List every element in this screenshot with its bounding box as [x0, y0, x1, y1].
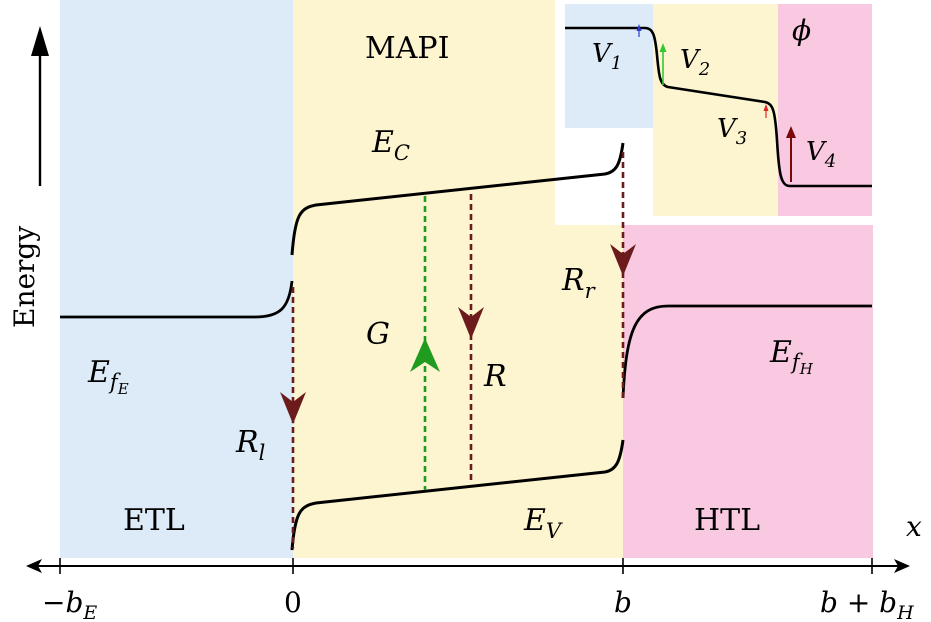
generation-arrowhead [410, 338, 440, 372]
left-recombination-arrowhead [280, 392, 306, 424]
v3-arrowhead [763, 104, 769, 111]
bulk-recombination-arrowhead [458, 307, 484, 339]
left-recombination-label: Rl [235, 425, 265, 465]
efe-label: EfE [87, 355, 129, 398]
etl-fermi-level [60, 280, 294, 319]
v1-label: V1 [592, 39, 622, 74]
potential-inset: V1 V2 V3 V4 ϕ [555, 0, 875, 225]
inset-etl-region [565, 4, 653, 128]
x-tick-label-b-plus-bh: b + bH [820, 586, 914, 622]
bulk-recombination-label: R [483, 359, 507, 394]
v4-label: V4 [806, 137, 836, 172]
mapi-label: MAPI [365, 31, 449, 66]
v3-label: V3 [717, 114, 747, 149]
valence-band [290, 439, 625, 551]
efh-label: EfH [769, 335, 814, 378]
ec-label: EC [371, 125, 410, 165]
v2-arrowhead [659, 43, 667, 52]
inset-htl-region [778, 4, 872, 216]
ev-label: EV [523, 503, 563, 543]
x-tick-label-zero: 0 [284, 586, 302, 619]
right-recombination-arrowhead [610, 244, 636, 276]
htl-label: HTL [694, 503, 760, 538]
x-tick-label-b: b [614, 586, 632, 619]
generation-label: G [366, 317, 390, 352]
energy-axis-label: Energy [8, 226, 41, 328]
right-recombination-label: Rr [561, 263, 597, 303]
x-axis-label: x [906, 510, 922, 543]
conduction-band [290, 142, 625, 256]
energy-axis-arrowhead [31, 26, 49, 56]
etl-region [60, 0, 293, 558]
x-tick-label-neg-be: −bE [42, 586, 97, 622]
x-axis-left-arrowhead [26, 559, 42, 573]
inset-potential-curve [565, 26, 872, 188]
v2-label: V2 [680, 45, 710, 80]
v1-arrowhead [636, 24, 642, 31]
etl-label: ETL [123, 503, 185, 538]
htl-fermi-level [621, 304, 872, 399]
phi-label: ϕ [792, 14, 811, 47]
x-axis-right-arrowhead [894, 559, 910, 573]
inset-mapi-region [653, 4, 778, 216]
v4-arrowhead [786, 126, 796, 138]
